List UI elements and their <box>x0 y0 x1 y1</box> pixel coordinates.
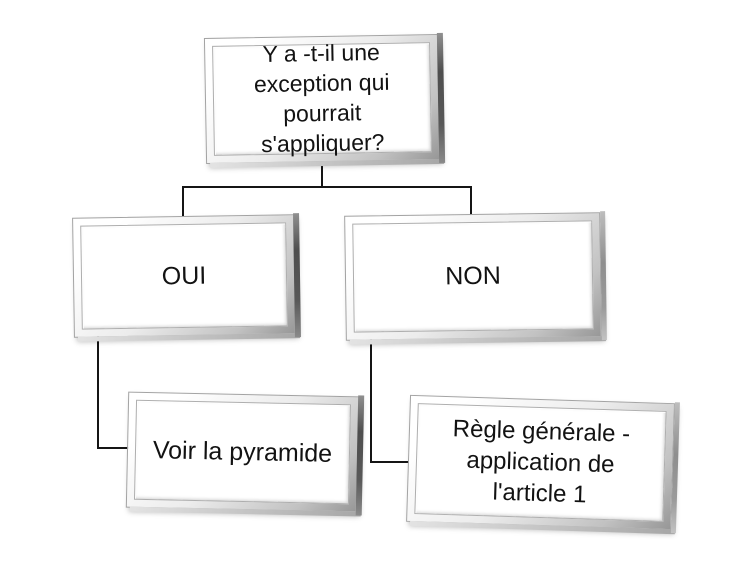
connector-oui-elbow <box>97 447 133 449</box>
connector-non-elbow <box>370 461 414 463</box>
box-frame: NON <box>344 212 602 341</box>
box-face: Voir la pyramide <box>133 399 352 505</box>
node-regle-label: Règle générale - application de l'articl… <box>452 414 631 509</box>
connector-question-stem <box>321 160 323 188</box>
box-frame: Règle générale - application de l'articl… <box>406 394 675 531</box>
node-oui-label: OUI <box>161 261 207 291</box>
node-oui: OUI <box>72 214 296 338</box>
node-question-label: Y a -t-il une exception qui pourrait s'a… <box>253 39 390 157</box>
connector-non-stem <box>370 337 372 463</box>
connector-drop-to-non <box>470 187 472 217</box>
node-pyramide: Voir la pyramide <box>125 391 360 513</box>
box-face: Y a -t-il une exception qui pourrait s'a… <box>212 39 432 157</box>
connector-branch-bar <box>182 186 472 188</box>
node-question: Y a -t-il une exception qui pourrait s'a… <box>203 33 441 165</box>
box-face: NON <box>352 220 594 333</box>
box-face: OUI <box>80 222 288 330</box>
node-non: NON <box>344 212 602 341</box>
connector-oui-stem <box>97 334 99 449</box>
box-frame: OUI <box>72 214 296 338</box>
box-frame: Y a -t-il une exception qui pourrait s'a… <box>203 33 441 165</box>
node-regle: Règle générale - application de l'articl… <box>406 394 675 531</box>
box-frame: Voir la pyramide <box>125 391 360 513</box>
node-pyramide-label: Voir la pyramide <box>152 435 333 468</box>
box-face: Règle générale - application de l'articl… <box>414 403 667 522</box>
node-non-label: NON <box>445 261 501 291</box>
connector-drop-to-oui <box>182 187 184 219</box>
